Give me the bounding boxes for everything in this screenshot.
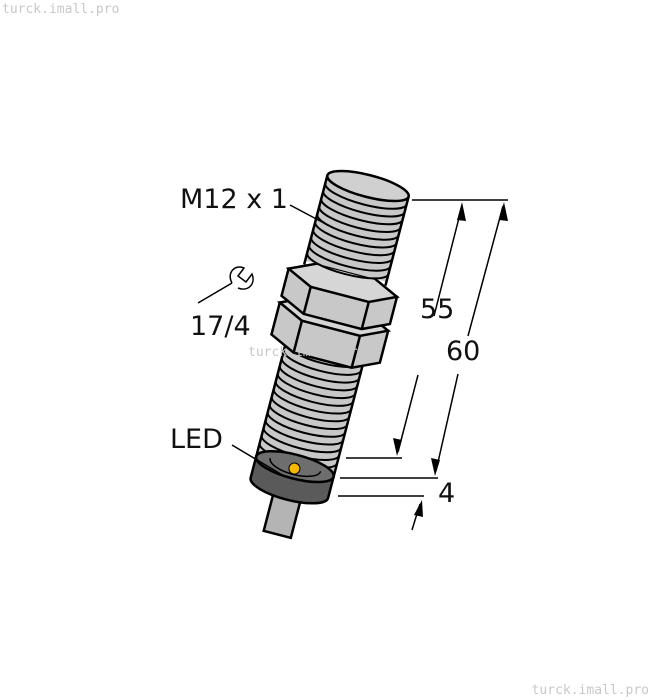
thread-ridge bbox=[316, 213, 400, 241]
thread-ridge bbox=[312, 229, 396, 257]
wrench-icon bbox=[197, 266, 254, 304]
thread-ridge bbox=[268, 404, 349, 431]
thread-ridge bbox=[280, 357, 361, 384]
thread-ridge bbox=[318, 206, 402, 233]
thread-ridge bbox=[264, 419, 345, 446]
thread-ridge bbox=[310, 237, 394, 264]
dimension-lines bbox=[338, 199, 508, 531]
dimension-60: 60 bbox=[446, 336, 480, 367]
wrench-size-label: 17/4 bbox=[190, 311, 251, 342]
led-indicator bbox=[288, 462, 301, 475]
thread-ridge bbox=[324, 182, 408, 210]
thread-ridge bbox=[272, 388, 353, 415]
watermark-top-left: turck.imall.pro bbox=[2, 2, 120, 17]
led-leader bbox=[231, 444, 285, 477]
watermark-center: turck.imall.pro bbox=[248, 345, 365, 360]
led-label: LED bbox=[170, 424, 223, 455]
thread-ridge bbox=[276, 373, 357, 400]
thread-ridge bbox=[262, 427, 343, 454]
dimension-55: 55 bbox=[420, 294, 454, 325]
thread-ridge bbox=[308, 244, 392, 272]
thread-ridge bbox=[282, 349, 363, 376]
thread-ridge bbox=[322, 190, 406, 218]
thread-label: M12 x 1 bbox=[180, 184, 288, 215]
thread-ridge bbox=[278, 365, 359, 392]
watermark-bottom-right: turck.imall.pro bbox=[531, 683, 649, 698]
thread-ridge bbox=[270, 396, 351, 423]
thread-ridge bbox=[274, 380, 355, 407]
thread-ridge bbox=[314, 221, 398, 249]
sensing-face bbox=[326, 169, 410, 203]
sensor-body bbox=[249, 169, 410, 540]
thread-ridge bbox=[320, 198, 404, 226]
dimension-arrows bbox=[393, 202, 508, 517]
thread-ridge bbox=[306, 252, 390, 280]
thread-ridge bbox=[266, 411, 347, 438]
dimension-4: 4 bbox=[438, 478, 455, 509]
thread-leader bbox=[289, 204, 323, 223]
